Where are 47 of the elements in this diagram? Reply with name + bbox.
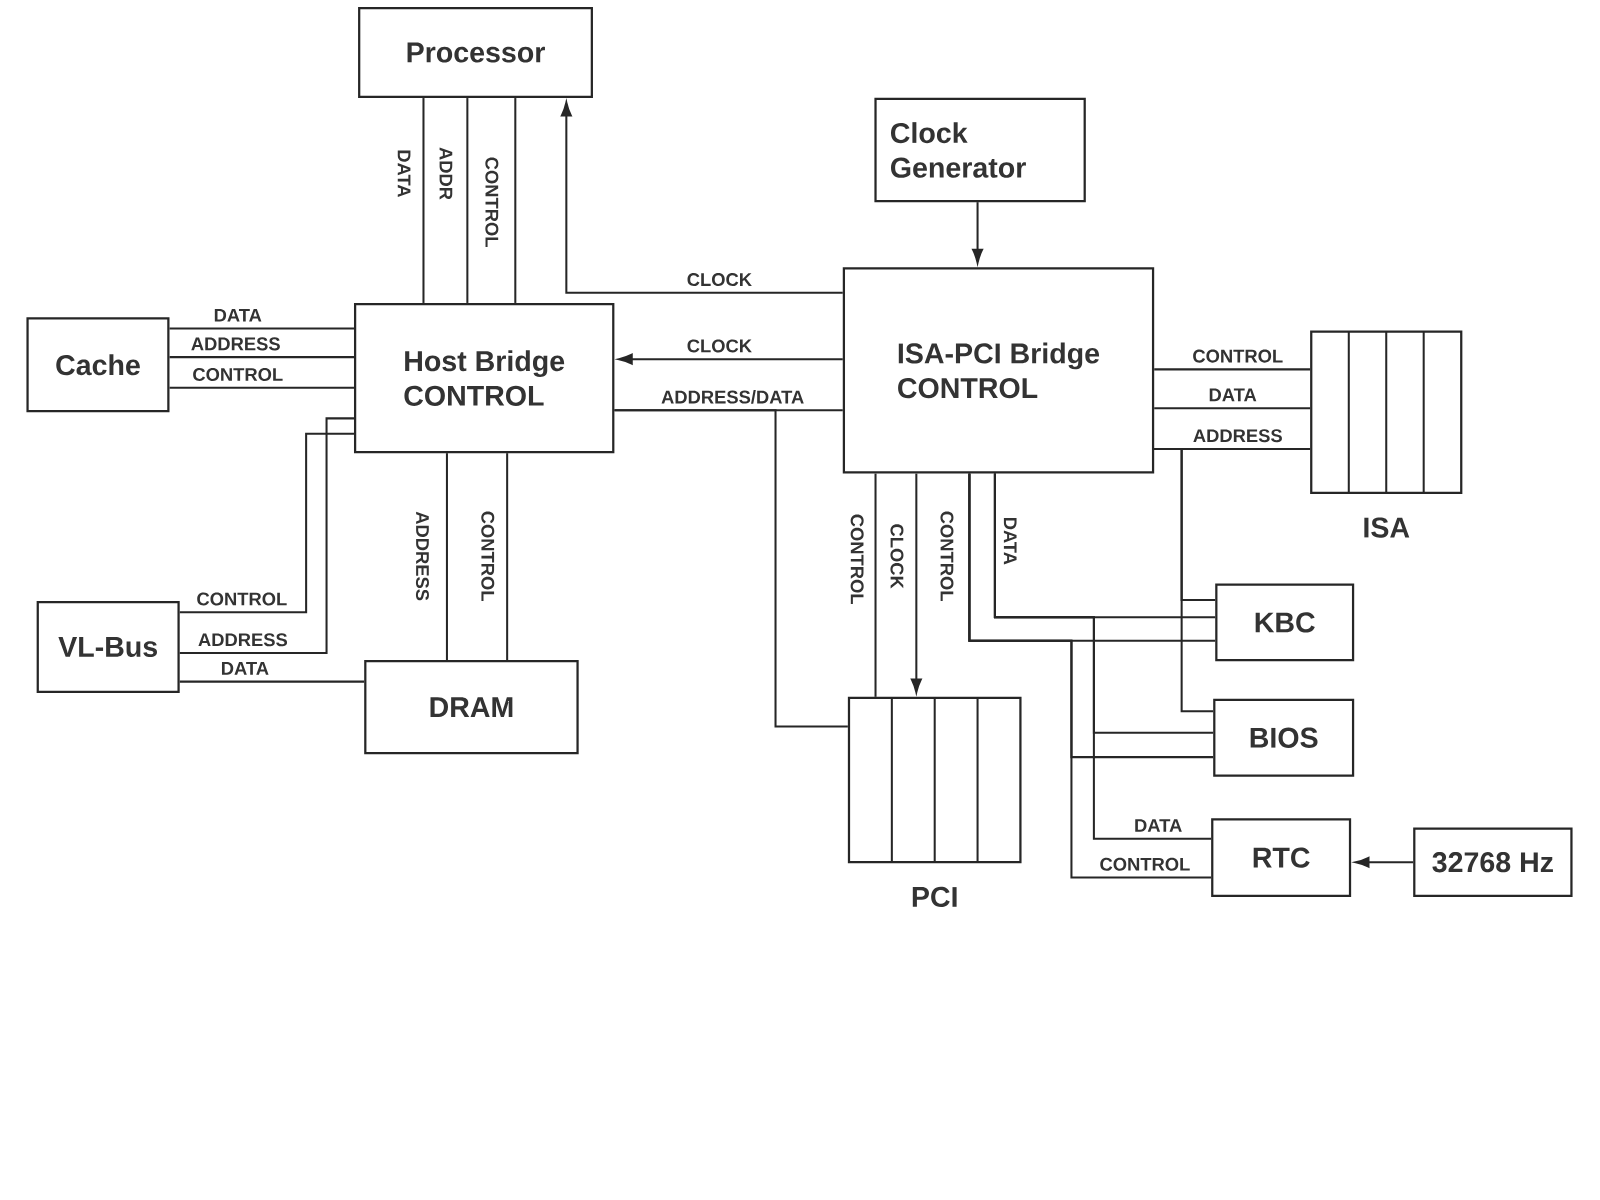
bus-line	[514, 98, 517, 303]
bus-line	[968, 473, 1212, 879]
slot-label: ISA	[1364, 517, 1410, 538]
edge-label: ADDRESS	[1190, 427, 1285, 445]
component-box: 32768 Hz	[1413, 827, 1573, 898]
bus-line	[179, 680, 365, 683]
bus-line	[874, 473, 877, 697]
bus-line	[1154, 447, 1214, 713]
component-box: DRAM	[364, 660, 579, 755]
component-box: BIOS	[1213, 698, 1355, 777]
component-box: VL-Bus	[36, 600, 180, 693]
bus-line	[169, 327, 354, 330]
edge-label: ADDRESS	[188, 335, 283, 353]
edge-label: CLOCK	[684, 271, 755, 289]
bus-line	[466, 98, 469, 303]
arrow	[910, 473, 922, 694]
edge-label: CONTROL	[938, 508, 956, 604]
slot-label: PCI	[912, 886, 957, 908]
edge-label: CONTROL	[479, 508, 497, 604]
edge-label: ADDRESS/DATA	[659, 388, 807, 406]
bus-line	[993, 473, 1212, 840]
edge-label: ADDRESS	[195, 631, 290, 649]
component-box: RTC	[1211, 818, 1352, 898]
edge-label: CLOCK	[684, 337, 755, 355]
bus-line	[445, 453, 448, 661]
bus-line	[179, 417, 354, 655]
bus-line	[1154, 407, 1311, 410]
edge-label: CLOCK	[888, 521, 906, 591]
component-box: Cache	[26, 317, 170, 413]
bus-line	[1154, 368, 1311, 371]
bus-line	[169, 386, 354, 389]
component-box: Processor	[358, 7, 593, 99]
bus-line	[179, 432, 354, 614]
arrow	[1354, 856, 1414, 868]
edge-label: DATA	[1132, 817, 1185, 834]
component-box: Host Bridge CONTROL	[354, 302, 615, 454]
edge-label: DATA	[218, 660, 272, 677]
bus-line	[614, 409, 848, 728]
component-box: ISA-PCI Bridge CONTROL	[842, 267, 1155, 474]
edge-label: CONTROL	[194, 590, 290, 608]
bus-line	[506, 453, 509, 661]
arrow	[560, 101, 843, 294]
edge-label: CONTROL	[483, 154, 501, 250]
component-box: KBC	[1215, 583, 1355, 662]
bus-line	[422, 98, 425, 303]
bus-line	[169, 356, 354, 359]
component-box: Clock Generator	[874, 97, 1086, 203]
